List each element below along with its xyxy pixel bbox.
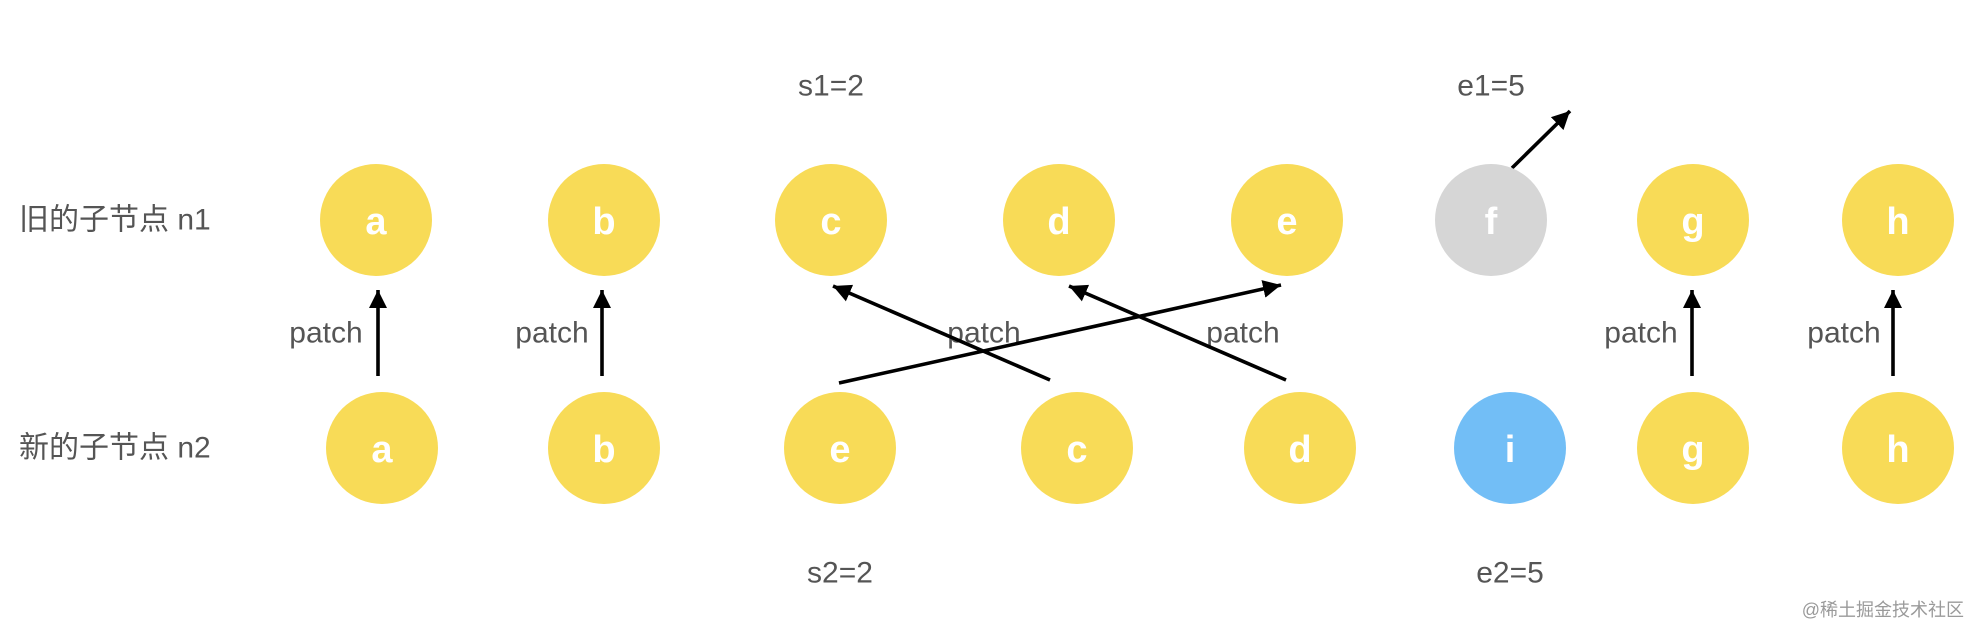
new-child-node-label: c	[1066, 429, 1087, 471]
new-child-node-circle	[1842, 392, 1954, 504]
old-child-node-circle	[548, 164, 660, 276]
new-children-row-label: 新的子节点 n2	[19, 432, 211, 465]
new-child-node-label: i	[1505, 429, 1516, 471]
old-children-row-label: 旧的子节点 n1	[19, 204, 211, 237]
old-child-node-7: h	[1842, 164, 1954, 276]
old-child-node-4: e	[1231, 164, 1343, 276]
old-child-node-circle	[1003, 164, 1115, 276]
old-child-node-circle	[1842, 164, 1954, 276]
new-child-node-2: e	[784, 392, 896, 504]
watermark: @稀土掘金技术社区	[1802, 600, 1964, 620]
new-child-node-4: d	[1244, 392, 1356, 504]
new-child-node-3: c	[1021, 392, 1133, 504]
new-child-node-label: e	[829, 429, 850, 471]
old-child-node-circle	[1435, 164, 1547, 276]
old-child-node-label: d	[1047, 201, 1070, 243]
patch-label-b: patch	[515, 317, 588, 350]
old-child-node-circle	[320, 164, 432, 276]
new-child-node-circle	[326, 392, 438, 504]
new-child-node-0: a	[326, 392, 438, 504]
patch-label-g: patch	[1604, 317, 1677, 350]
remove-arrow-f	[1510, 109, 1572, 170]
new-child-node-6: g	[1637, 392, 1749, 504]
old-child-node-1: b	[548, 164, 660, 276]
old-child-node-label: f	[1485, 201, 1498, 243]
new-child-node-1: b	[548, 392, 660, 504]
patch-arrow-c	[832, 284, 1051, 382]
index-label-s2: s2=2	[807, 557, 873, 590]
old-child-node-circle	[1231, 164, 1343, 276]
new-child-node-circle	[784, 392, 896, 504]
new-child-node-label: b	[592, 429, 615, 471]
old-child-node-6: g	[1637, 164, 1749, 276]
new-child-node-label: h	[1886, 429, 1909, 471]
new-child-node-circle	[1454, 392, 1566, 504]
patch-arrow-d	[1068, 284, 1287, 382]
old-child-node-label: e	[1276, 201, 1297, 243]
old-child-node-circle	[1637, 164, 1749, 276]
index-label-e1: e1=5	[1457, 70, 1525, 103]
patch-arrow-e	[838, 280, 1282, 385]
old-child-node-label: b	[592, 201, 615, 243]
patch-label-h: patch	[1807, 317, 1880, 350]
patch-label-a: patch	[289, 317, 362, 350]
new-child-node-circle	[1637, 392, 1749, 504]
old-child-node-3: d	[1003, 164, 1115, 276]
old-child-node-circle	[775, 164, 887, 276]
new-child-node-label: a	[371, 429, 393, 471]
old-child-node-label: h	[1886, 201, 1909, 243]
old-child-node-0: a	[320, 164, 432, 276]
old-child-node-2: c	[775, 164, 887, 276]
new-child-node-label: g	[1681, 429, 1704, 471]
old-child-node-label: c	[820, 201, 841, 243]
new-child-node-label: d	[1288, 429, 1311, 471]
patch-label-d: patch	[1206, 317, 1279, 350]
old-child-node-label: g	[1681, 201, 1704, 243]
new-child-node-circle	[1021, 392, 1133, 504]
new-child-node-5: i	[1454, 392, 1566, 504]
new-child-node-circle	[1244, 392, 1356, 504]
index-label-s1: s1=2	[798, 70, 864, 103]
index-label-e2: e2=5	[1476, 557, 1544, 590]
old-child-node-label: a	[365, 201, 387, 243]
new-child-node-circle	[548, 392, 660, 504]
new-child-node-7: h	[1842, 392, 1954, 504]
old-child-node-5: f	[1435, 164, 1547, 276]
